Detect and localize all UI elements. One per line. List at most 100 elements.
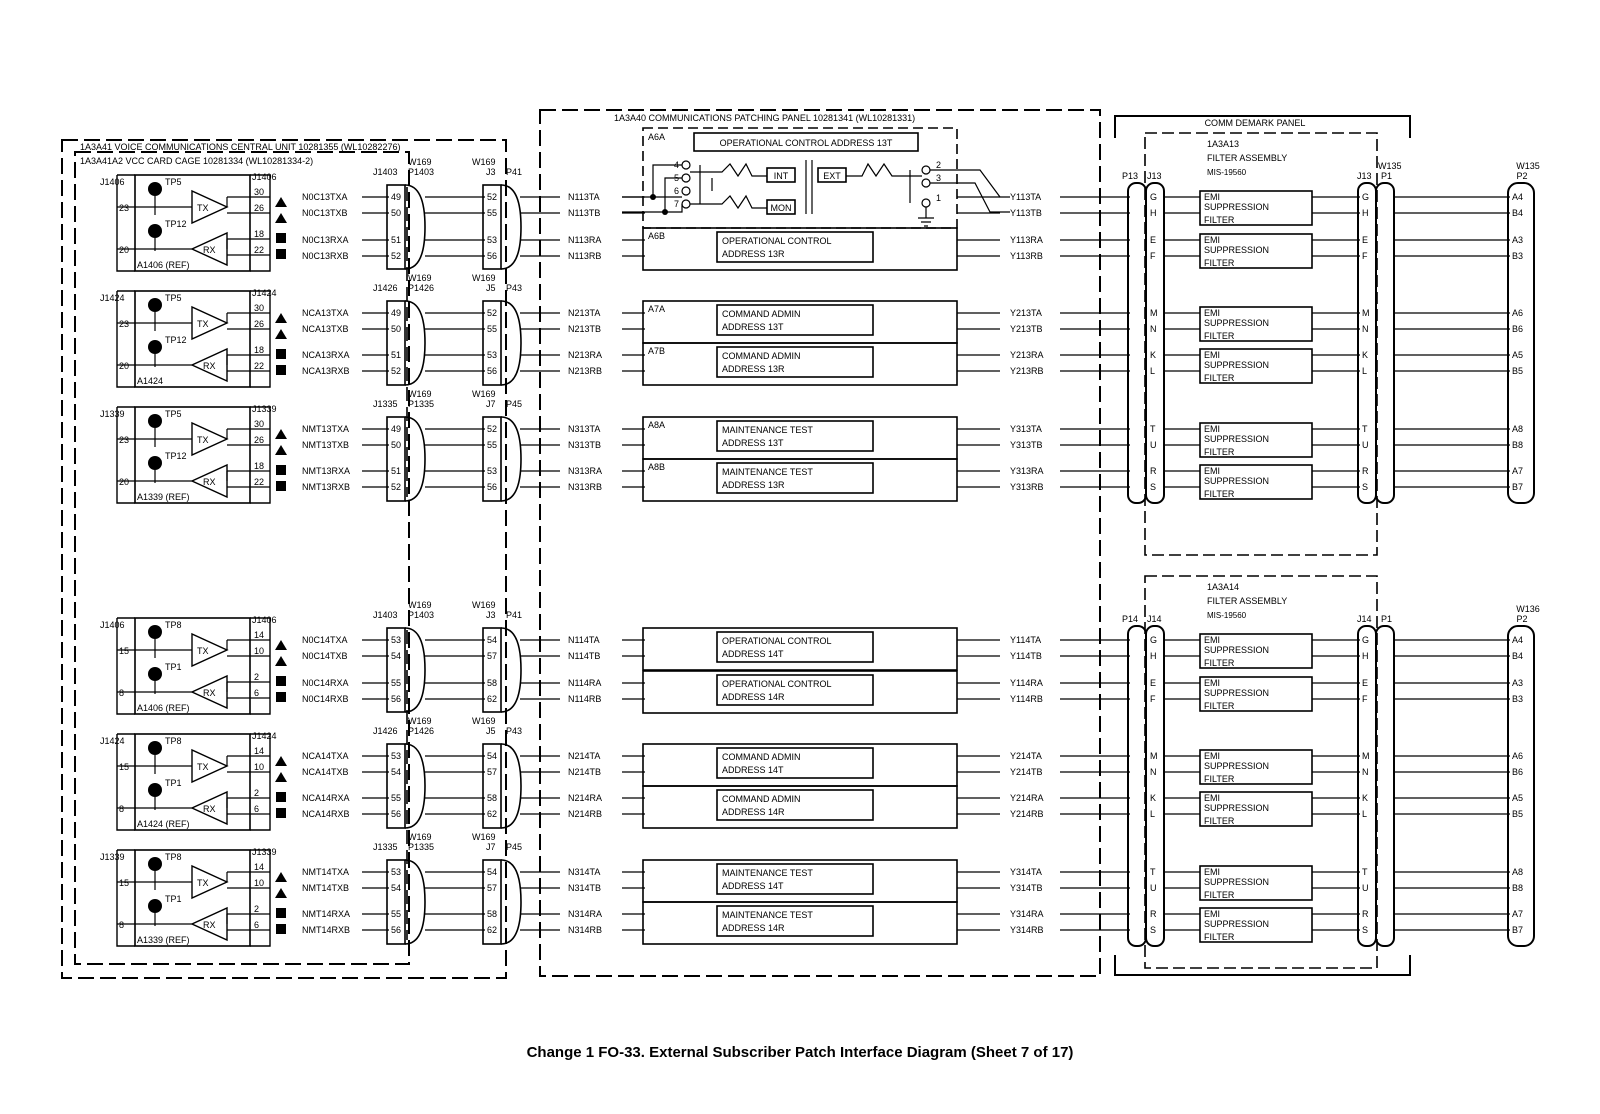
net-label: Y314RB bbox=[1010, 925, 1044, 935]
net-label: N314RA bbox=[568, 909, 602, 919]
emi-label: EMI bbox=[1204, 909, 1220, 919]
tx-label: TX bbox=[197, 435, 209, 445]
jack-label: J1339 bbox=[100, 852, 125, 862]
emi-label: SUPPRESSION bbox=[1204, 202, 1269, 212]
patch-module bbox=[642, 627, 958, 671]
pin-label: 22 bbox=[254, 477, 264, 487]
card-ref-label: A1339 (REF) bbox=[137, 492, 190, 502]
signal-name: NCA13RXA bbox=[302, 350, 350, 360]
jack-label: J1339 bbox=[252, 404, 277, 414]
signal-name: NMT14TXA bbox=[302, 867, 349, 877]
connector-cap bbox=[404, 184, 426, 270]
connector-label: P43 bbox=[506, 283, 522, 293]
voice-card-box bbox=[134, 290, 251, 388]
connector-label: P1 bbox=[1381, 171, 1392, 181]
card-bracket bbox=[250, 617, 271, 715]
emi-label: SUPPRESSION bbox=[1204, 318, 1269, 328]
cable-label: W169 bbox=[408, 389, 432, 399]
net-label: N113TA bbox=[568, 192, 600, 202]
pin-label: 55 bbox=[391, 909, 401, 919]
pin-letter: T bbox=[1362, 867, 1368, 877]
jack-contact-icon bbox=[681, 199, 691, 209]
connector-label: J13 bbox=[1357, 171, 1372, 181]
pin-label: 14 bbox=[254, 862, 264, 872]
module-card-text: OPERATIONAL CONTROL bbox=[722, 679, 832, 689]
connector-body bbox=[482, 743, 502, 829]
cable-label: W135 bbox=[1516, 161, 1540, 171]
module-card-text: COMMAND ADMIN bbox=[722, 309, 801, 319]
filter-assembly-enclosure bbox=[1144, 132, 1378, 556]
pin-label: 14 bbox=[254, 746, 264, 756]
pin-label: B7 bbox=[1512, 482, 1523, 492]
module-card bbox=[716, 905, 874, 937]
pin-label: 53 bbox=[487, 350, 497, 360]
a6a-enclosure bbox=[642, 127, 958, 229]
connector-body bbox=[386, 743, 406, 829]
pin-label: B7 bbox=[1512, 925, 1523, 935]
pin-label: B5 bbox=[1512, 366, 1523, 376]
card-bracket bbox=[116, 406, 135, 504]
card-bracket bbox=[250, 406, 271, 504]
connector-label: P1335 bbox=[408, 842, 434, 852]
tx-label: TX bbox=[197, 319, 209, 329]
connector-label: J5 bbox=[486, 726, 496, 736]
pin-label: 62 bbox=[487, 925, 497, 935]
pin-letter: R bbox=[1362, 909, 1369, 919]
connector-bar-p bbox=[1127, 625, 1147, 947]
connector-bar-j bbox=[1145, 182, 1165, 504]
emi-filter-box bbox=[1199, 422, 1313, 458]
net-label: N213RA bbox=[568, 350, 602, 360]
pin-label: 53 bbox=[391, 867, 401, 877]
shield-marker-icon bbox=[276, 349, 286, 359]
pin-letter: G bbox=[1150, 192, 1157, 202]
card-bracket bbox=[250, 733, 271, 831]
pin-label: 52 bbox=[391, 366, 401, 376]
pin-label: 53 bbox=[487, 466, 497, 476]
pin-label: 2 bbox=[254, 672, 259, 682]
net-label: N313RB bbox=[568, 482, 602, 492]
card-cage-enclosure bbox=[74, 151, 410, 965]
pin-label: 15 bbox=[119, 878, 129, 888]
emi-label: EMI bbox=[1204, 867, 1220, 877]
cable-label: W169 bbox=[408, 832, 432, 842]
pin-label: 54 bbox=[391, 883, 401, 893]
net-label: Y213RB bbox=[1010, 366, 1044, 376]
emi-label: FILTER bbox=[1204, 489, 1235, 499]
pin-label: 52 bbox=[391, 482, 401, 492]
module-card-text: ADDRESS 14R bbox=[722, 692, 785, 702]
connector-body bbox=[482, 184, 502, 270]
module-label: A7A bbox=[648, 304, 665, 314]
cable-label: W169 bbox=[472, 716, 496, 726]
module-card-text: ADDRESS 13T bbox=[722, 322, 784, 332]
pin-label: 20 bbox=[119, 361, 129, 371]
connector-bar-j bbox=[1357, 182, 1377, 504]
connector-body bbox=[482, 416, 502, 502]
a6a-output-wires bbox=[930, 169, 1010, 213]
pin-label: B8 bbox=[1512, 883, 1523, 893]
pin-label: 49 bbox=[391, 424, 401, 434]
pin-label: A7 bbox=[1512, 466, 1523, 476]
pin-label: 30 bbox=[254, 419, 264, 429]
connector-label: J14 bbox=[1357, 614, 1372, 624]
emi-label: SUPPRESSION bbox=[1204, 360, 1269, 370]
net-label: Y213RA bbox=[1010, 350, 1044, 360]
signal-name: NMT14RXA bbox=[302, 909, 350, 919]
net-label: N113TB bbox=[568, 208, 600, 218]
emi-label: FILTER bbox=[1204, 816, 1235, 826]
net-label: N213TB bbox=[568, 324, 601, 334]
connector-label: P2 bbox=[1516, 171, 1527, 181]
pin-letter: K bbox=[1362, 793, 1368, 803]
patch-module bbox=[642, 300, 958, 344]
pin-label: 18 bbox=[254, 345, 264, 355]
test-point-label: TP12 bbox=[165, 335, 187, 345]
card-bracket bbox=[116, 617, 135, 715]
connector-label: P45 bbox=[506, 399, 522, 409]
module-card bbox=[716, 747, 874, 779]
